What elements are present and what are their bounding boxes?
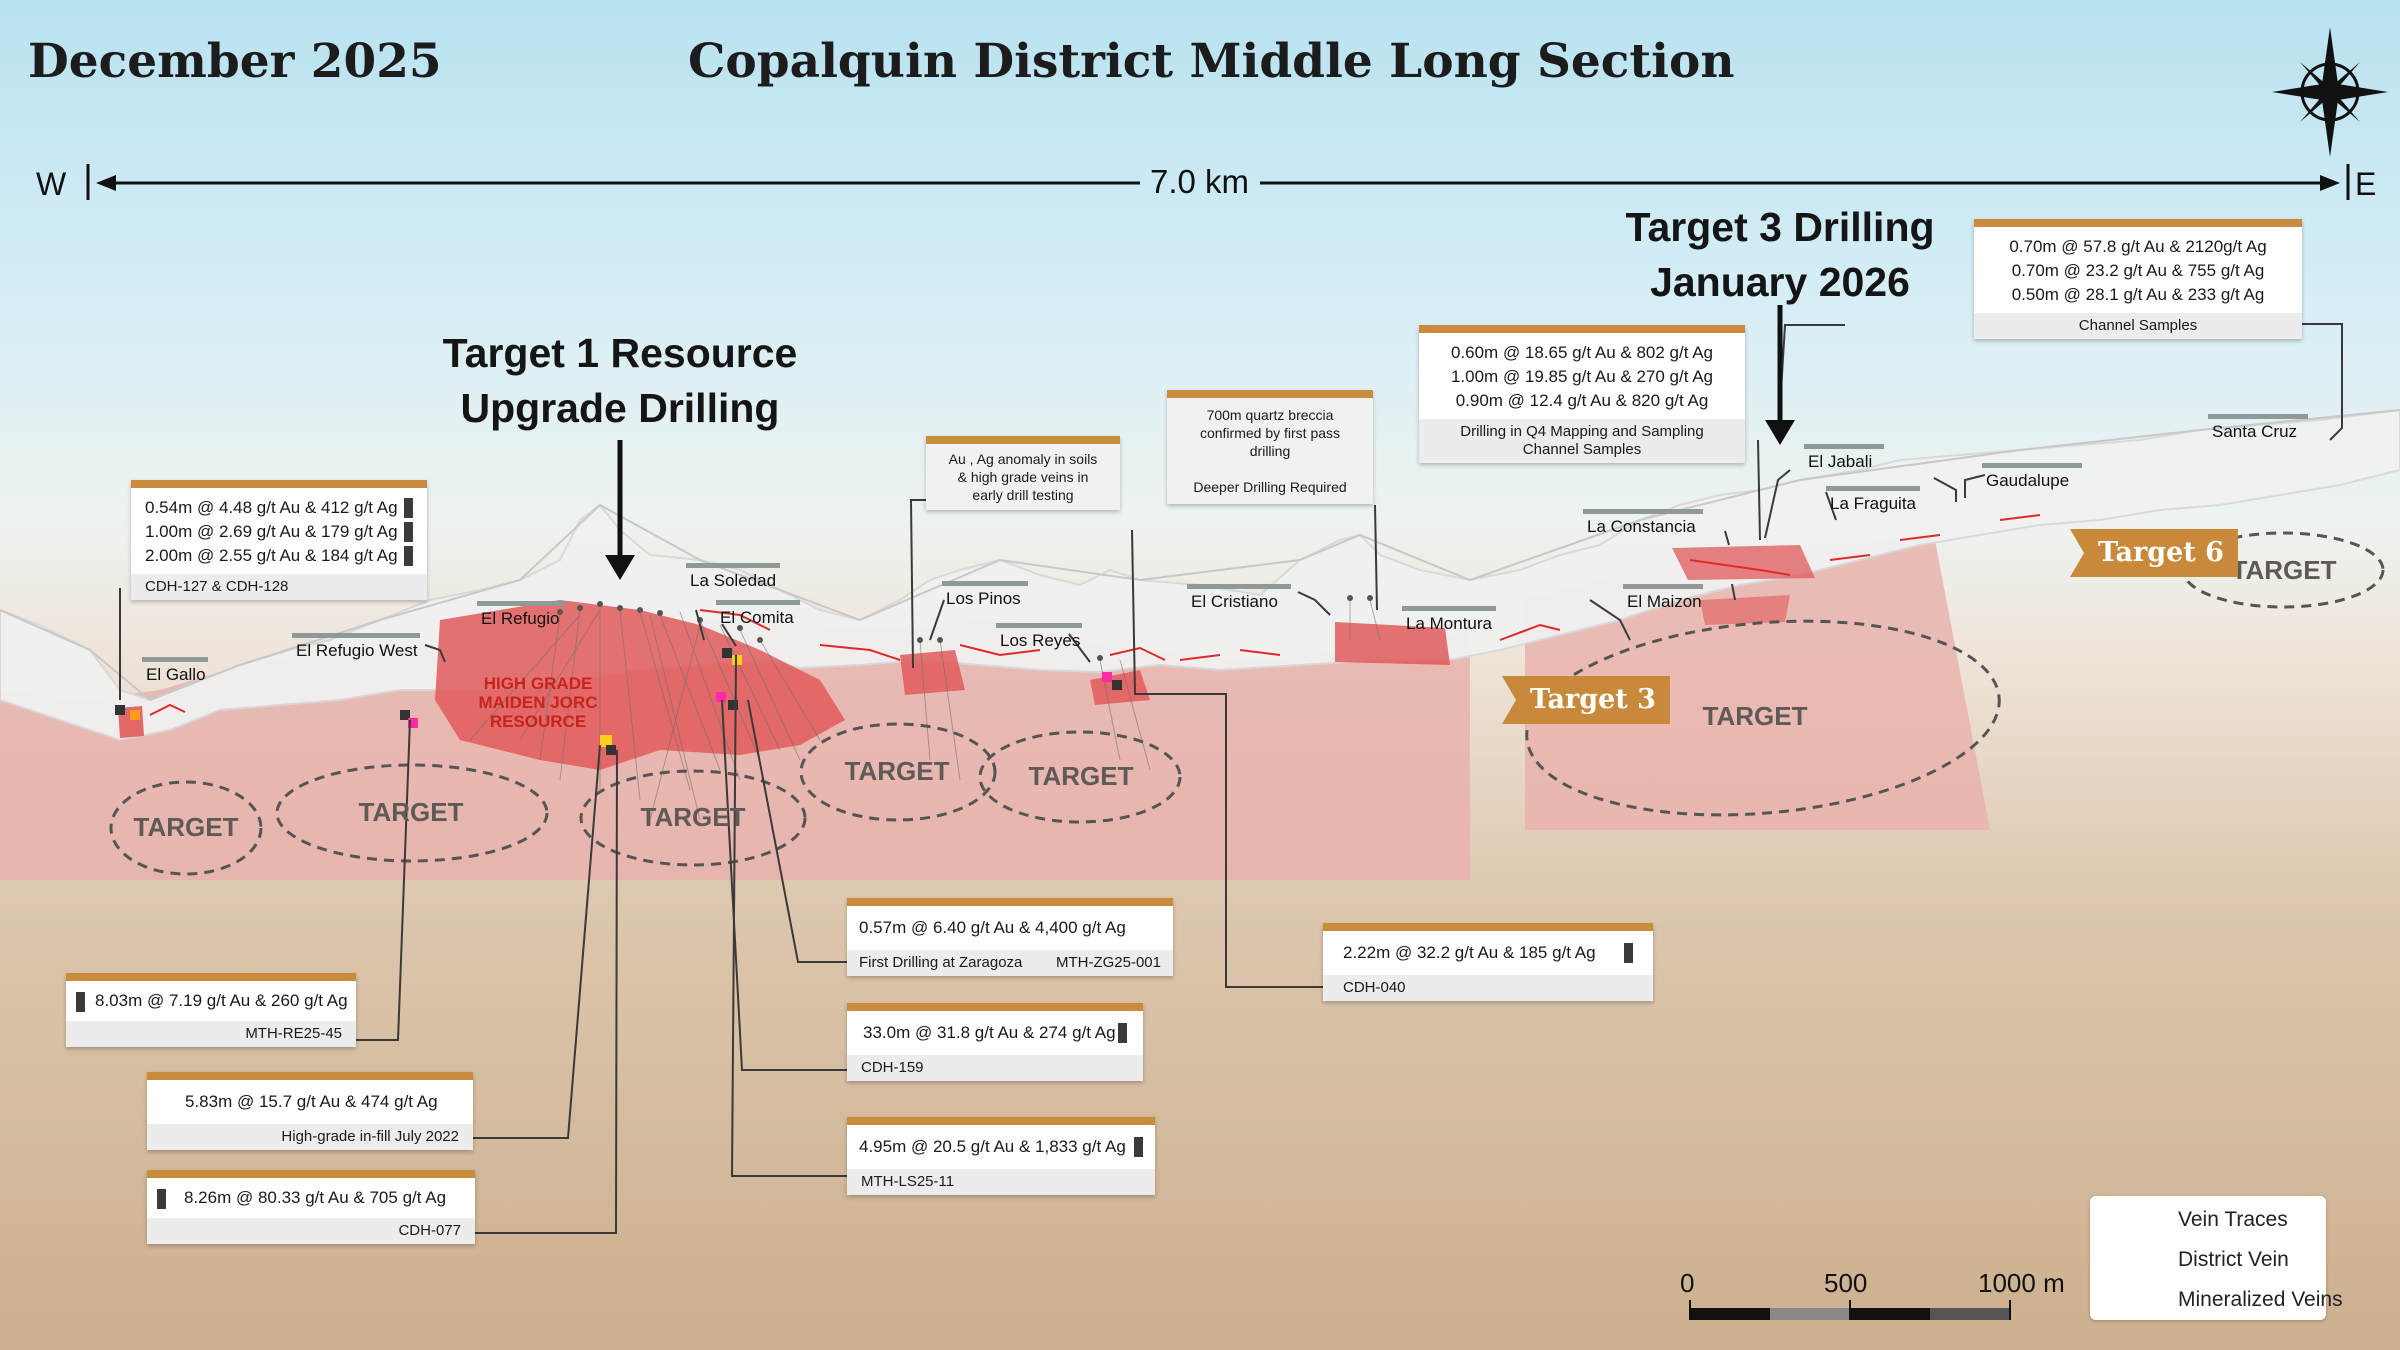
compass-rose-icon (2272, 27, 2388, 157)
scale-label-500: 500 (1824, 1268, 1868, 1298)
scale-label-1000: 1000 m (1978, 1268, 2065, 1298)
loc-el-refugio: El Refugio (477, 601, 565, 629)
target-label: TARGET (1702, 701, 1808, 731)
legend-district-vein: District Vein (2178, 1248, 2289, 1271)
card-cdh-077: 8.26m @ 80.33 g/t Au & 705 g/t Ag CDH-07… (147, 1170, 475, 1244)
mineralized-vein-maizon (1700, 595, 1790, 625)
card-high-grade-infill: 5.83m @ 15.7 g/t Au & 474 g/t Ag High-gr… (147, 1072, 473, 1150)
card-cdh-159: 33.0m @ 31.8 g/t Au & 274 g/t Ag CDH-159 (847, 1003, 1143, 1081)
resource-label: HIGH GRADE MAIDEN JORC RESOURCE (478, 674, 598, 731)
card-q4-drilling: 0.60m @ 18.65 g/t Au & 802 g/t Ag 1.00m … (1419, 325, 1745, 463)
target-label: TARGET (1028, 761, 1134, 791)
mineralized-vein-montura (1335, 622, 1450, 665)
loc-el-comita: El Comita (716, 600, 800, 628)
card-mth-re25-45: 8.03m @ 7.19 g/t Au & 260 g/t Ag MTH-RE2… (66, 973, 356, 1047)
target-label: TARGET (133, 812, 239, 842)
target-label: TARGET (844, 756, 950, 786)
loc-los-reyes: Los Reyes (996, 623, 1082, 651)
callout-arrows (605, 305, 1795, 580)
loc-la-constancia: La Constancia (1583, 509, 1703, 537)
target-ellipses (109, 531, 2385, 876)
card-channel-samples: 0.70m @ 57.8 g/t Au & 2120g/t Ag 0.70m @… (1974, 219, 2302, 339)
loc-el-cristiano: El Cristiano (1187, 584, 1291, 612)
mineralized-vein-refugio (435, 600, 845, 770)
loc-el-gallo: El Gallo (142, 657, 208, 685)
card-mth-zg25-001: 0.57m @ 6.40 g/t Au & 4,400 g/t Ag First… (847, 898, 1173, 976)
target-label: TARGET (358, 797, 464, 827)
west-label: W (36, 166, 67, 202)
drill-traces (469, 599, 1381, 821)
loc-la-soledad: La Soledad (686, 563, 780, 591)
card-quartz-breccia: 700m quartz breccia confirmed by first p… (1167, 390, 1373, 504)
vein-traces (149, 514, 2041, 716)
loc-el-refugio-west: El Refugio West (292, 633, 420, 661)
distance-axis (86, 164, 2350, 200)
loc-los-pinos: Los Pinos (942, 581, 1028, 609)
east-label: E (2355, 166, 2377, 202)
loc-la-montura: La Montura (1402, 606, 1496, 634)
loc-el-maizon: El Maizon (1623, 584, 1703, 612)
card-mth-ls25-11: 4.95m @ 20.5 g/t Au & 1,833 g/t Ag MTH-L… (847, 1117, 1155, 1195)
loc-gaudalupe: Gaudalupe (1982, 463, 2082, 491)
scale-label-0: 0 (1680, 1268, 1695, 1298)
loc-el-jabali: El Jabali (1804, 444, 1884, 472)
distance-label: 7.0 km (1150, 163, 1250, 200)
legend-mineralized-veins: Mineralized Veins (2178, 1288, 2343, 1311)
card-cdh-127-128: 0.54m @ 4.48 g/t Au & 412 g/t Ag 1.00m @… (131, 480, 427, 600)
legend-vein-traces: Vein Traces (2178, 1208, 2288, 1231)
card-soils-anomaly: Au , Ag anomaly in soils & high grade ve… (926, 436, 1120, 510)
leader-lines (119, 323, 2343, 1234)
legend: Vein Traces District Vein Mineralized Ve… (2090, 1196, 2343, 1320)
target-label: TARGET (2231, 555, 2337, 585)
scale-bar (1689, 1300, 2011, 1320)
loc-santa-cruz: Santa Cruz (2208, 414, 2308, 442)
section-date: December 2025 (28, 34, 442, 89)
page-title: Copalquin District Middle Long Section (688, 34, 1735, 89)
target6-badge: Target 6 (2070, 529, 2238, 577)
target-label: TARGET (640, 802, 746, 832)
mineralized-vein-pinos (900, 650, 965, 695)
target3-callout: Target 3 Drilling January 2026 (1625, 204, 1935, 305)
drill-marker-icon (115, 648, 1122, 755)
target1-callout: Target 1 Resource Upgrade Drilling (442, 330, 798, 431)
target3-badge: Target 3 (1502, 676, 1670, 724)
loc-la-fraguita: La Fraguita (1826, 486, 1920, 514)
card-cdh-040: 2.22m @ 32.2 g/t Au & 185 g/t Ag CDH-040 (1323, 923, 1653, 1001)
mineralized-vein-jabali (1672, 545, 1815, 580)
drill-collars (557, 595, 1373, 661)
topography-ridge (0, 409, 2400, 702)
